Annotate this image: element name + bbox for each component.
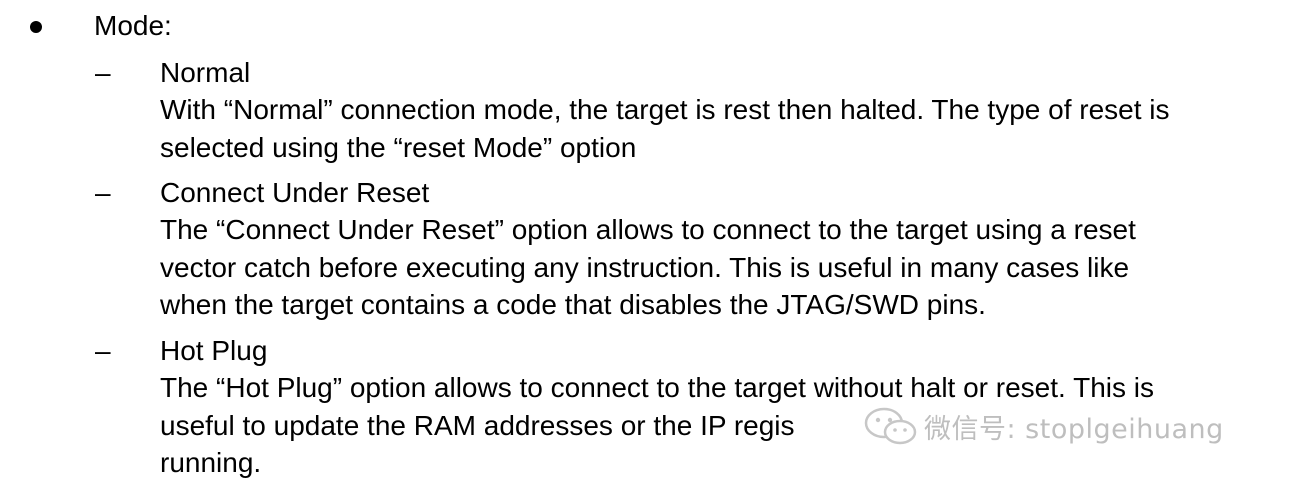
item-description-line: when the target contains a code that dis… [160, 288, 986, 320]
mode-label: Mode: [94, 10, 172, 41]
item-description-line: With “Normal” connection mode, the targe… [160, 94, 1170, 126]
item-title: Connect Under Reset [160, 177, 430, 208]
dash-marker: – [95, 57, 111, 88]
item-title: Hot Plug [160, 335, 268, 366]
item-description-line: vector catch before executing any instru… [160, 251, 1130, 283]
bullet-marker [30, 21, 42, 33]
mode-item-normal: – Normal With “Normal” connection mode, … [0, 54, 1300, 166]
item-description-line: The “Connect Under Reset” option allows … [160, 214, 1136, 246]
mode-item-connect-under-reset: – Connect Under Reset The “Connect Under… [0, 174, 1300, 324]
item-description-line: running. [160, 446, 262, 478]
item-description-line: selected using the “reset Mode” option [160, 131, 637, 163]
mode-bullet: Mode: [0, 6, 1300, 46]
mode-item-hot-plug: – Hot Plug The “Hot Plug” option allows … [0, 332, 1300, 482]
dash-marker: – [95, 177, 111, 208]
item-description-line: The “Hot Plug” option allows to connect … [160, 372, 1154, 404]
dash-marker: – [95, 335, 111, 366]
item-description-line: useful to update the RAM addresses or th… [160, 409, 795, 441]
item-title: Normal [160, 57, 251, 88]
